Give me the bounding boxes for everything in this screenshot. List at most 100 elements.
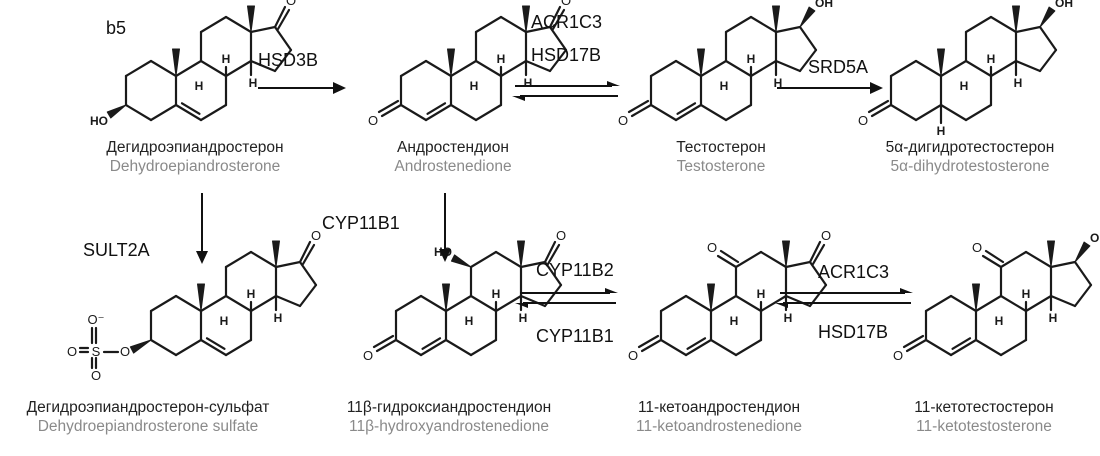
o-11-label: O	[707, 240, 717, 255]
bond	[469, 250, 498, 269]
methyl-19	[172, 48, 180, 77]
o-label: O	[91, 368, 101, 383]
compound-name-en: Dehydroepiandrosterone sulfate	[37, 418, 259, 435]
h-9: H	[960, 79, 969, 93]
bond	[199, 15, 228, 34]
bond	[784, 260, 812, 269]
bond	[949, 294, 978, 313]
h-9: H	[720, 79, 729, 93]
bond	[469, 338, 498, 357]
oh-17-label: OH	[1090, 231, 1100, 245]
bond	[1049, 294, 1077, 308]
bond	[298, 260, 318, 287]
methyl-19	[442, 283, 450, 312]
bond	[684, 338, 713, 357]
carbonyl-3	[640, 338, 663, 353]
bond	[774, 25, 802, 34]
bond	[499, 59, 528, 78]
bond	[709, 294, 738, 313]
o-3-label: O	[363, 348, 373, 363]
bond	[659, 294, 688, 313]
carbonyl-17-double	[546, 243, 561, 266]
bond	[424, 103, 453, 122]
bond	[734, 250, 763, 269]
carbonyl-17-double	[811, 243, 826, 266]
h-8: H	[222, 52, 231, 66]
methyl-18	[782, 240, 790, 268]
bond	[974, 294, 1003, 313]
h-5: H	[937, 124, 946, 138]
bond	[174, 59, 203, 78]
compound-name-ru: Андростендион	[397, 139, 509, 156]
bond	[674, 59, 703, 78]
bond	[659, 338, 688, 357]
arrow-dhea-to-androstenedione	[258, 82, 346, 94]
double-bond	[421, 337, 442, 350]
bond	[674, 103, 703, 122]
o-3-label: O	[628, 348, 638, 363]
bond	[734, 294, 763, 313]
bond	[784, 294, 812, 308]
bond	[298, 283, 318, 308]
methyl-18	[522, 5, 530, 33]
h-8: H	[497, 52, 506, 66]
bond	[273, 25, 293, 52]
oh-11-wedge	[450, 254, 472, 268]
h-14: H	[1014, 76, 1023, 90]
h-8: H	[757, 287, 766, 301]
bond	[1073, 260, 1093, 287]
bond	[1024, 294, 1053, 313]
arrow-androstenedione-to-oh-androstenedione	[439, 193, 451, 262]
bond	[964, 103, 993, 122]
bond	[519, 294, 547, 308]
methyl-19	[197, 283, 205, 312]
bond	[999, 250, 1028, 269]
bond	[939, 103, 968, 122]
bond	[889, 103, 918, 122]
compound-name-ru: 11-кетотестостерон	[914, 399, 1054, 416]
bond	[924, 294, 953, 313]
compound-name-en: Dehydroepiandrosterone	[109, 158, 281, 175]
s-label: S	[92, 344, 101, 359]
compound-name-en: Testosterone	[676, 158, 766, 175]
carbonyl-3	[375, 338, 398, 353]
bond	[749, 15, 778, 34]
bond	[449, 59, 478, 78]
bond	[124, 59, 153, 78]
bond	[224, 250, 253, 269]
carbonyl-17-double	[551, 8, 566, 31]
compound-name-ru: 11-кетоандростендион	[637, 399, 801, 416]
bond	[974, 338, 1003, 357]
enzyme-hsd17b-top: HSD17B	[531, 45, 602, 65]
b5-label: b5	[106, 18, 127, 38]
enzyme-acr1c3-top: ACR1C3	[531, 12, 603, 32]
bond	[924, 338, 953, 357]
bond	[399, 103, 428, 122]
bond	[524, 25, 552, 34]
compound-name-en: 11-ketotestosterone	[916, 418, 1052, 435]
enzyme-hsd17b-bottom: HSD17B	[818, 322, 889, 342]
bond	[989, 59, 1018, 78]
bond	[734, 338, 763, 357]
carbonyl-17-double	[276, 8, 291, 31]
bond	[199, 103, 228, 122]
carbonyl-3-double	[377, 99, 400, 114]
carbonyl-3-double	[372, 334, 395, 349]
o-17-label: O	[561, 0, 571, 8]
bond	[1073, 283, 1093, 308]
methyl-18	[772, 5, 780, 33]
double-bond	[676, 102, 697, 115]
carbonyl-17	[543, 240, 557, 264]
carbonyl-3	[870, 103, 893, 118]
bond	[949, 338, 978, 357]
h-8: H	[492, 287, 501, 301]
bond	[224, 294, 253, 313]
compound-name-ru: Дегидроэпиандростерон	[106, 139, 284, 156]
bond	[399, 59, 428, 78]
h-9: H	[470, 79, 479, 93]
bond	[709, 338, 738, 357]
